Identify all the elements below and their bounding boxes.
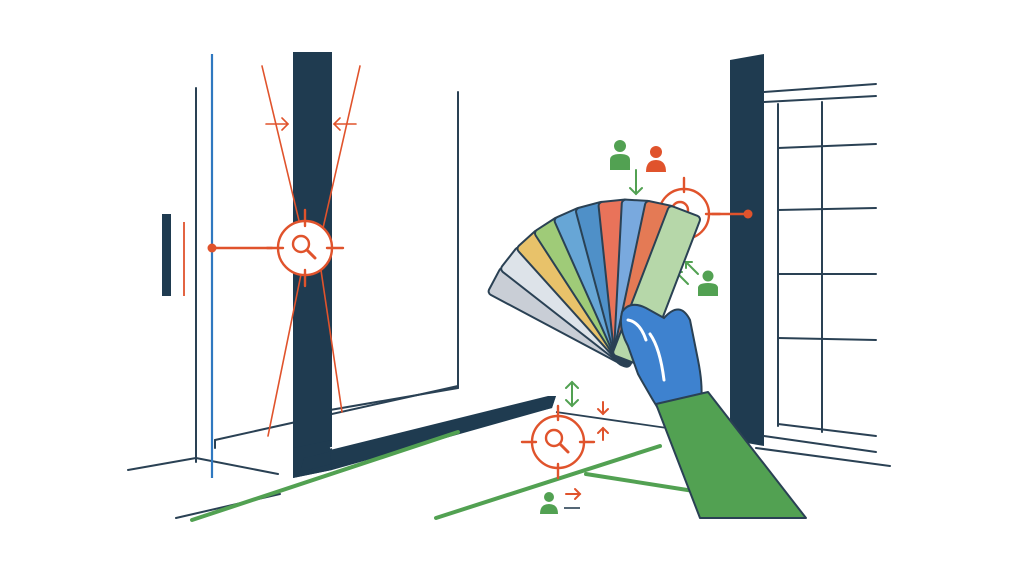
threshold-back-line bbox=[329, 387, 459, 411]
window-rail-2 bbox=[777, 207, 877, 211]
floor-magnifier-target-icon bbox=[520, 404, 596, 480]
diag-arrow-1 bbox=[685, 261, 699, 275]
magnifier-handle bbox=[305, 248, 317, 260]
window-sill-bottom bbox=[755, 447, 891, 467]
diag-arrow-1-head bbox=[685, 261, 693, 269]
angle-guide-4 bbox=[317, 249, 343, 413]
post-angle-guides bbox=[261, 65, 361, 437]
swatch-user-icon bbox=[698, 270, 718, 296]
swatch-user-body bbox=[698, 283, 718, 296]
floor-line-left bbox=[127, 457, 197, 471]
green-floor-line-right bbox=[434, 444, 662, 520]
orange-right-arrow-head bbox=[574, 488, 582, 500]
green-arrow-up-head bbox=[565, 380, 579, 389]
angle-guide-2 bbox=[267, 249, 307, 437]
threshold-bar-side bbox=[330, 396, 556, 470]
green-floor-line-left bbox=[190, 430, 460, 522]
angle-guide-1 bbox=[261, 65, 307, 251]
user-orange-body bbox=[646, 160, 666, 172]
window-rail-4 bbox=[777, 337, 877, 341]
floor-magnifier-handle bbox=[558, 442, 570, 454]
down-arrow-head bbox=[629, 187, 643, 196]
magnifier-lens bbox=[291, 234, 311, 254]
arrow-left-head bbox=[281, 117, 290, 131]
window-rail-1 bbox=[777, 143, 877, 149]
angle-guide-3 bbox=[317, 65, 361, 251]
floor-line-mid bbox=[195, 457, 279, 475]
floor-user-body bbox=[540, 504, 558, 514]
sleeve bbox=[655, 391, 807, 519]
floor-orange-arrows-icon bbox=[565, 401, 609, 500]
left-room-outline bbox=[127, 87, 459, 519]
post-magnifier-target-icon bbox=[207, 208, 345, 288]
floor-magnifier-lens bbox=[544, 428, 564, 448]
window-top-outer bbox=[763, 83, 877, 93]
floor-user-icon bbox=[540, 492, 580, 514]
user-pair-icon bbox=[610, 140, 666, 172]
floor-double-arrow-icon bbox=[565, 380, 579, 408]
swatch-user-head bbox=[702, 270, 714, 282]
user-green-body bbox=[610, 154, 630, 170]
floor-target-ring bbox=[530, 414, 586, 470]
target-ring bbox=[276, 219, 334, 277]
target-connector-dot bbox=[207, 243, 217, 253]
green-arrow-down-head bbox=[565, 399, 579, 408]
window-frame bbox=[755, 83, 891, 467]
window-sill-mid bbox=[763, 435, 877, 453]
floor-user-head bbox=[544, 492, 554, 502]
orange-down-arrow-head bbox=[597, 408, 609, 416]
hand-finger-highlight bbox=[648, 332, 666, 382]
orange-up-arrow-head bbox=[597, 426, 609, 434]
threshold-highlight bbox=[329, 393, 549, 449]
green-floor-guides bbox=[190, 430, 702, 522]
arrow-right-head bbox=[332, 117, 341, 131]
door-handle bbox=[162, 214, 171, 296]
right-pillar bbox=[730, 54, 764, 446]
user-orange-head bbox=[650, 146, 662, 158]
user-green-head bbox=[614, 140, 626, 152]
green-floor-diagonal bbox=[584, 472, 702, 494]
swatch-target-dot bbox=[743, 209, 753, 219]
hand-thumb-highlight bbox=[626, 318, 648, 342]
window-top-inner bbox=[763, 95, 877, 103]
window-sill-top bbox=[777, 423, 877, 437]
down-arrow-icon bbox=[629, 169, 643, 196]
